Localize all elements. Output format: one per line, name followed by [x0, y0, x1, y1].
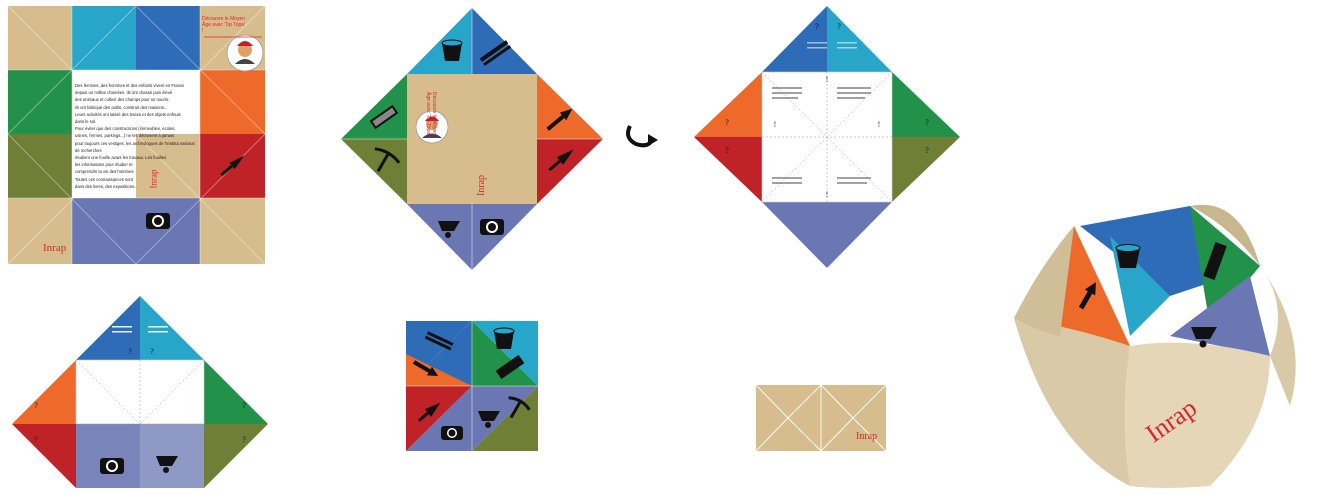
folded-square [406, 321, 538, 451]
inrap-logo-rotated: Inrap [149, 170, 159, 189]
svg-text:!: ! [878, 120, 881, 129]
svg-text:?: ? [815, 22, 819, 31]
bucket-icon [442, 40, 462, 61]
intro-paragraph: Des femmes, des hommes et des enfants vi… [75, 82, 197, 194]
unfolded-sheet-panel: Découvre le Moyen Âge avec 'Tip Topa' ! … [8, 6, 265, 264]
svg-text:?: ? [725, 118, 729, 127]
camera-icon [146, 213, 170, 229]
camera-icon [480, 219, 504, 235]
svg-text:?: ? [128, 347, 132, 356]
svg-text:?: ? [150, 347, 154, 356]
inrap-logo: Inrap [856, 431, 877, 442]
inrap-logo-rotated: Inrap [476, 175, 487, 196]
svg-text:?: ? [925, 118, 929, 127]
cootie-catcher-3d: Inrap [1010, 186, 1310, 490]
inrap-logo: Inrap [43, 242, 66, 254]
svg-text:?: ? [34, 401, 38, 410]
mascot-icon [227, 35, 263, 71]
svg-text:!: ! [826, 75, 829, 84]
svg-text:!: ! [774, 120, 777, 129]
camera-icon [100, 458, 124, 474]
folded-diamond-half: ?? ?? ?? [12, 296, 268, 488]
folded-diamond-back: ?? ?? ?? !!!! [694, 6, 960, 268]
flip-arrow-icon [622, 120, 662, 152]
camera-icon [441, 426, 463, 440]
folded-diamond-front: Découvre le Moyen Âge avec 'Tip Topa' ! … [341, 8, 603, 270]
svg-text:?: ? [242, 435, 246, 444]
svg-text:!: ! [826, 190, 829, 199]
folded-rectangle: Inrap [756, 385, 886, 451]
svg-text:?: ? [925, 146, 929, 155]
invite-text: Découvre le Moyen Âge avec 'Tip Topa' ! [202, 16, 246, 34]
bucket-icon [1116, 245, 1140, 269]
svg-text:?: ? [242, 401, 246, 410]
bucket-icon [494, 328, 514, 349]
svg-text:?: ? [34, 435, 38, 444]
invite-text-rotated: Découvre le Moyen Âge avec 'Tip Topa' ! [425, 92, 437, 138]
svg-text:?: ? [837, 22, 841, 31]
svg-text:?: ? [725, 146, 729, 155]
